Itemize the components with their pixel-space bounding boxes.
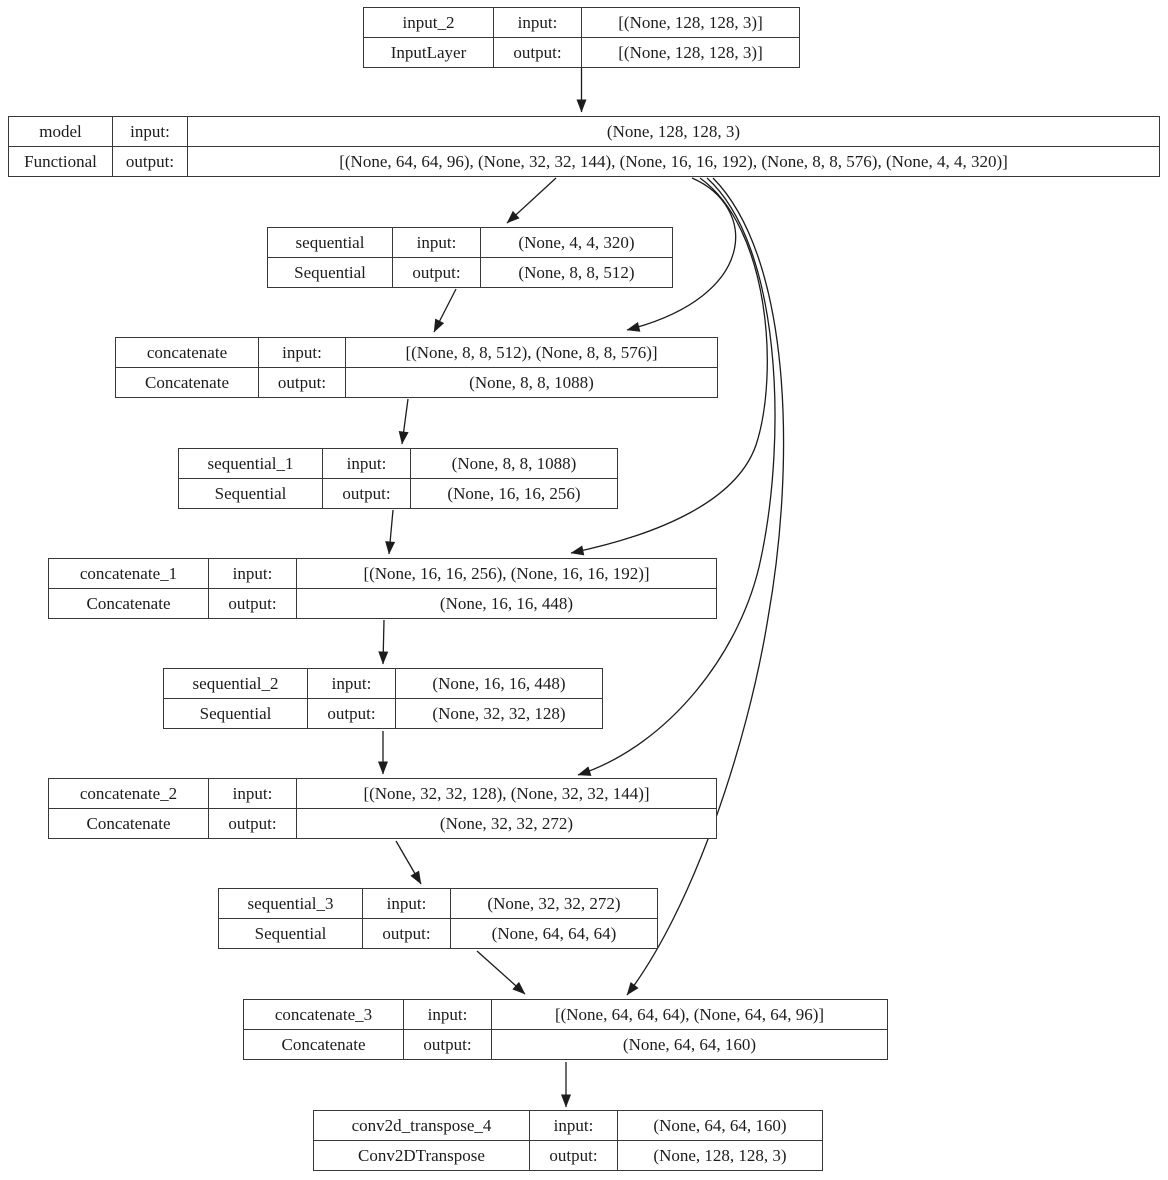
input-label: input: bbox=[530, 1111, 618, 1141]
output-shape: (None, 128, 128, 3) bbox=[653, 1145, 787, 1165]
node-concatenate-2: concatenate_2 input: [(None, 32, 32, 128… bbox=[48, 778, 717, 839]
edge-concatenate-sequential_1 bbox=[398, 398, 409, 445]
input-label: input: bbox=[209, 779, 297, 809]
output-shape: [(None, 64, 64, 96), (None, 32, 32, 144)… bbox=[339, 151, 1008, 171]
input-shape: [(None, 16, 16, 256), (None, 16, 16, 192… bbox=[297, 559, 716, 589]
output-label: output: bbox=[393, 257, 481, 287]
input-shape: (None, 8, 8, 1088) bbox=[411, 449, 617, 479]
layer-name: concatenate_3 bbox=[244, 1000, 404, 1030]
node-concatenate-3: concatenate_3 input: [(None, 64, 64, 64)… bbox=[243, 999, 888, 1060]
output-shape: (None, 64, 64, 160) bbox=[622, 1034, 757, 1054]
output-shape: [(None, 128, 128, 3)] bbox=[618, 42, 763, 62]
layer-name: concatenate_2 bbox=[49, 779, 209, 809]
input-shape: [(None, 128, 128, 3)] bbox=[582, 8, 799, 38]
edge-model-concatenate_1 bbox=[570, 177, 768, 556]
output-shape: (None, 32, 32, 128) bbox=[432, 703, 566, 723]
layer-type: Sequential bbox=[268, 257, 393, 287]
input-label: input: bbox=[113, 117, 188, 147]
layer-name: concatenate bbox=[116, 338, 259, 368]
input-label: input: bbox=[363, 889, 451, 919]
output-shape: (None, 16, 16, 256) bbox=[447, 483, 581, 503]
edge-sequential-concatenate bbox=[433, 288, 457, 333]
layer-type: Concatenate bbox=[49, 808, 209, 838]
output-label: output: bbox=[363, 918, 451, 948]
node-sequential-1: sequential_1 input: (None, 8, 8, 1088) S… bbox=[178, 448, 618, 509]
edge-concatenate_1-sequential_2 bbox=[378, 619, 389, 665]
input-shape: (None, 16, 16, 448) bbox=[396, 669, 602, 699]
input-label: input: bbox=[209, 559, 297, 589]
node-sequential-2: sequential_2 input: (None, 16, 16, 448) … bbox=[163, 668, 603, 729]
layer-type: Sequential bbox=[164, 698, 308, 728]
output-shape: (None, 64, 64, 64) bbox=[491, 923, 617, 943]
node-model: model input: (None, 128, 128, 3) Functio… bbox=[8, 116, 1160, 177]
input-shape: [(None, 64, 64, 64), (None, 64, 64, 96)] bbox=[492, 1000, 887, 1030]
input-shape: (None, 128, 128, 3) bbox=[188, 117, 1159, 147]
layer-name: sequential_3 bbox=[219, 889, 363, 919]
output-label: output: bbox=[209, 808, 297, 838]
layer-name: concatenate_1 bbox=[49, 559, 209, 589]
layer-type: InputLayer bbox=[364, 37, 494, 67]
node-concatenate-1: concatenate_1 input: [(None, 16, 16, 256… bbox=[48, 558, 717, 619]
layer-type: Concatenate bbox=[49, 588, 209, 618]
edge-model-concatenate_2 bbox=[577, 177, 776, 776]
layer-name: conv2d_transpose_4 bbox=[314, 1111, 530, 1141]
layer-type: Functional bbox=[9, 146, 113, 176]
output-shape: (None, 16, 16, 448) bbox=[439, 593, 574, 613]
layer-type: Conv2DTranspose bbox=[314, 1140, 530, 1170]
node-sequential: sequential input: (None, 4, 4, 320) Sequ… bbox=[267, 227, 673, 288]
edge-sequential_3-concatenate_3 bbox=[476, 950, 526, 995]
output-label: output: bbox=[530, 1140, 618, 1170]
input-shape: [(None, 8, 8, 512), (None, 8, 8, 576)] bbox=[346, 338, 717, 368]
output-shape: (None, 8, 8, 1088) bbox=[469, 372, 594, 392]
layer-name: model bbox=[9, 117, 113, 147]
output-label: output: bbox=[113, 146, 188, 176]
edge-concatenate_2-sequential_3 bbox=[395, 840, 422, 885]
layer-type: Sequential bbox=[219, 918, 363, 948]
edge-model-sequential bbox=[506, 177, 557, 224]
edge-model-concatenate_3 bbox=[626, 177, 785, 996]
layer-type: Concatenate bbox=[116, 367, 259, 397]
node-input-2: input_2 input: [(None, 128, 128, 3)] Inp… bbox=[363, 7, 800, 68]
layer-type: Sequential bbox=[179, 478, 323, 508]
input-label: input: bbox=[494, 8, 582, 38]
layer-name: sequential_2 bbox=[164, 669, 308, 699]
layer-name: sequential bbox=[268, 228, 393, 258]
output-label: output: bbox=[308, 698, 396, 728]
node-conv2d-transpose-4: conv2d_transpose_4 input: (None, 64, 64,… bbox=[313, 1110, 823, 1171]
edge-sequential_1-concatenate_1 bbox=[385, 509, 396, 555]
input-label: input: bbox=[308, 669, 396, 699]
input-shape: [(None, 32, 32, 128), (None, 32, 32, 144… bbox=[297, 779, 716, 809]
output-shape: (None, 8, 8, 512) bbox=[518, 262, 635, 282]
input-label: input: bbox=[404, 1000, 492, 1030]
input-shape: (None, 64, 64, 160) bbox=[618, 1111, 822, 1141]
output-label: output: bbox=[259, 367, 346, 397]
input-label: input: bbox=[393, 228, 481, 258]
output-shape: (None, 32, 32, 272) bbox=[439, 813, 574, 833]
output-label: output: bbox=[209, 588, 297, 618]
node-concatenate: concatenate input: [(None, 8, 8, 512), (… bbox=[115, 337, 718, 398]
output-label: output: bbox=[323, 478, 411, 508]
input-label: input: bbox=[259, 338, 346, 368]
output-label: output: bbox=[404, 1029, 492, 1059]
layer-name: input_2 bbox=[364, 8, 494, 38]
input-shape: (None, 4, 4, 320) bbox=[481, 228, 672, 258]
edge-model-concatenate bbox=[626, 177, 737, 332]
output-label: output: bbox=[494, 37, 582, 67]
layer-type: Concatenate bbox=[244, 1029, 404, 1059]
node-sequential-3: sequential_3 input: (None, 32, 32, 272) … bbox=[218, 888, 658, 949]
input-label: input: bbox=[323, 449, 411, 479]
input-shape: (None, 32, 32, 272) bbox=[451, 889, 657, 919]
layer-name: sequential_1 bbox=[179, 449, 323, 479]
